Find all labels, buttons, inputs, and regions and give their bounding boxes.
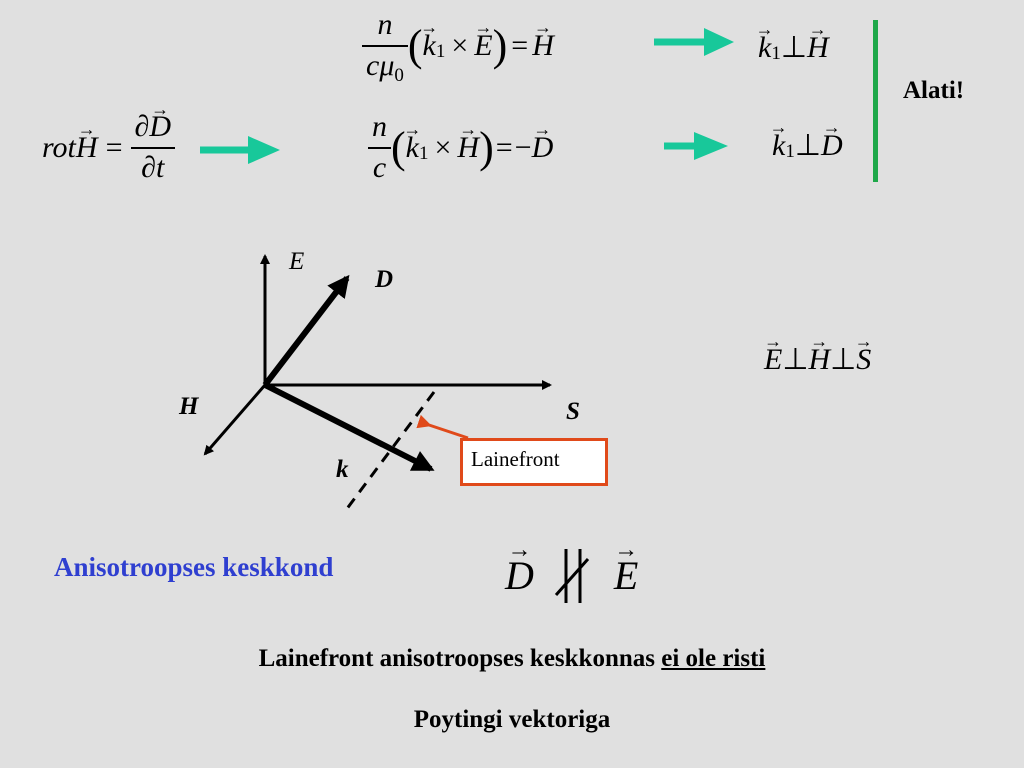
wavefront-line xyxy=(344,391,436,511)
vector-H: H xyxy=(532,29,554,63)
vector-diagram xyxy=(203,254,552,511)
equation-1: n cμ0 ( k1 × E ) = H xyxy=(362,8,554,86)
vector-D-arrow xyxy=(262,274,350,387)
result-k-perp-H: k1 ⊥ H xyxy=(758,30,829,65)
green-vertical-bar xyxy=(873,20,878,182)
anisotropic-medium-label: Anisotroopses keskkond xyxy=(54,552,334,582)
green-arrow-1 xyxy=(654,28,734,56)
not-parallel-symbol xyxy=(554,549,590,603)
lainefront-pointer xyxy=(416,414,469,440)
fraction-n-over-cmu: n cμ0 xyxy=(362,8,408,86)
label-E: E xyxy=(289,248,305,275)
perp-symbol: ⊥ xyxy=(780,31,807,64)
equation-2: n c ( k1 × H ) = − D xyxy=(368,110,553,185)
paren-open: ( xyxy=(407,21,423,70)
fraction-bar xyxy=(362,44,408,47)
vector-k: k xyxy=(423,29,436,63)
equation-rotH: rotH = ∂D ∂t xyxy=(42,110,175,185)
subscript-1: 1 xyxy=(435,40,446,62)
green-arrow-left xyxy=(200,136,280,164)
denominator-cmu: cμ0 xyxy=(366,48,404,86)
label-S: S xyxy=(566,398,580,425)
equals-sign: = xyxy=(511,28,529,62)
bottom-line-2: Poytingi vektoriga xyxy=(413,706,611,733)
label-k: k xyxy=(336,456,349,483)
numerator-n: n xyxy=(377,8,393,41)
label-D: D xyxy=(375,266,394,293)
relation-E-perp-H-perp-S: E ⊥ H ⊥ S xyxy=(764,342,871,377)
lainefront-box: Lainefront xyxy=(460,438,608,486)
paren-close: ) xyxy=(492,21,508,70)
vector-k-arrow xyxy=(263,382,435,472)
fraction-dD-dt: ∂D ∂t xyxy=(130,110,175,185)
label-H: H xyxy=(179,393,199,420)
vector-E: E xyxy=(474,29,492,63)
green-arrow-2 xyxy=(664,132,728,160)
result-k-perp-D: k1 ⊥ D xyxy=(772,128,843,163)
alati-label: Alati! xyxy=(903,77,965,104)
D-not-parallel-E: D E xyxy=(505,545,638,605)
fraction-n-over-c: n c xyxy=(368,110,391,185)
bottom-line-1: Lainefront anisotroopses keskkonnas ei o… xyxy=(258,645,766,672)
cross-symbol: × xyxy=(451,28,469,62)
perp-symbol: ⊥ xyxy=(794,129,821,162)
axis-H xyxy=(203,384,267,456)
